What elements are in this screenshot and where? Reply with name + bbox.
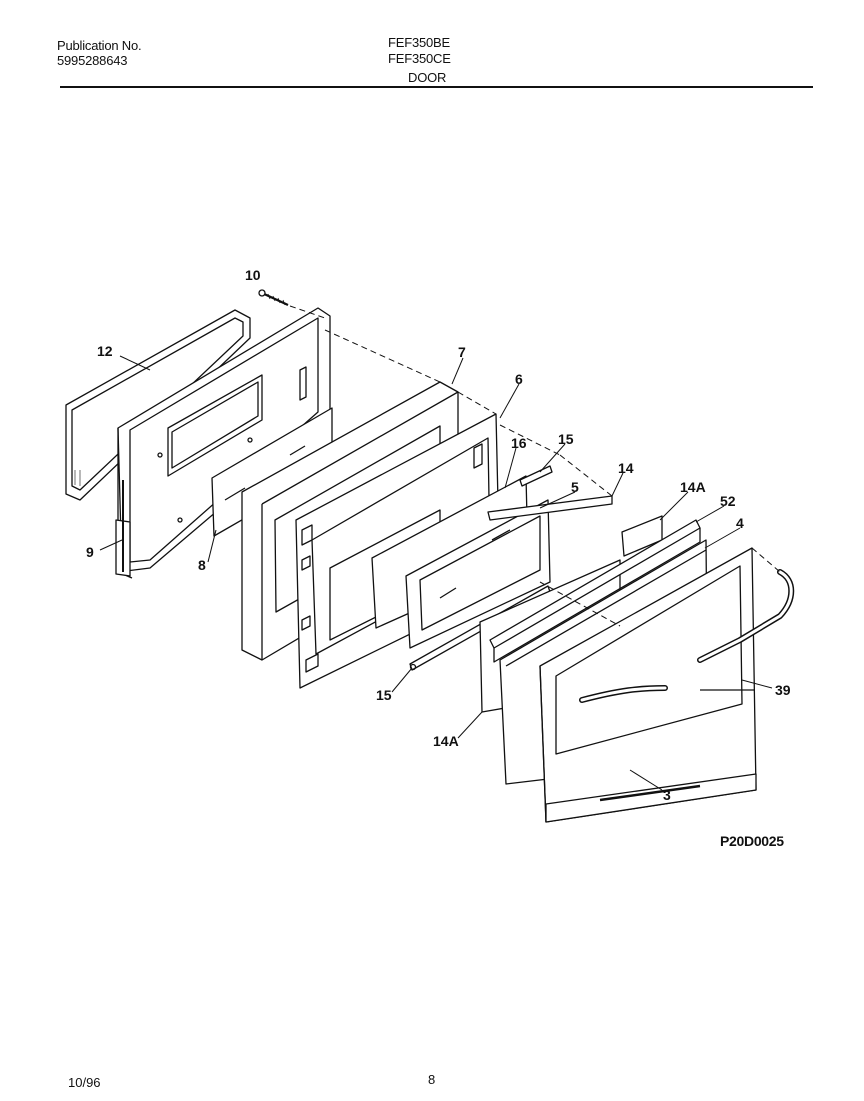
model-number-2: FEF350CE <box>388 51 451 66</box>
callout-4: 4 <box>736 515 744 531</box>
callout-12: 12 <box>97 343 113 359</box>
callout-52: 52 <box>720 493 736 509</box>
header-rule <box>60 86 813 88</box>
callout-7: 7 <box>458 344 466 360</box>
callout-10: 10 <box>245 267 261 283</box>
footer-page-number: 8 <box>428 1072 436 1087</box>
callout-6: 6 <box>515 371 523 387</box>
callout-5: 5 <box>571 479 579 495</box>
side-channel-part-9 <box>115 480 131 577</box>
assembly-lines <box>289 305 781 627</box>
publication-number: 5995288643 <box>57 53 128 68</box>
shield-part-14 <box>487 495 613 521</box>
clip-part-15-top <box>519 465 553 487</box>
leader-lines <box>99 355 773 791</box>
publication-label: Publication No. <box>57 38 142 53</box>
screw-part-10 <box>258 289 289 306</box>
diagram-code: P20D0025 <box>720 833 784 849</box>
callout-15-top: 15 <box>558 431 574 447</box>
callout-16: 16 <box>511 435 527 451</box>
callout-14A-bottom: 14A <box>433 733 459 749</box>
callout-9: 9 <box>86 544 94 560</box>
callout-3: 3 <box>663 787 671 803</box>
footer-date: 10/96 <box>68 1075 101 1090</box>
callout-14: 14 <box>618 460 634 476</box>
callout-15-bottom: 15 <box>376 687 392 703</box>
callout-14A-top: 14A <box>680 479 706 495</box>
door-handle <box>579 569 795 703</box>
callout-39: 39 <box>775 682 791 698</box>
bottom-trim-part-3 <box>545 773 757 823</box>
callout-8: 8 <box>198 557 206 573</box>
section-title: DOOR <box>408 70 447 85</box>
top-trim-part-52 <box>489 519 701 663</box>
model-number-1: FEF350BE <box>388 35 450 50</box>
